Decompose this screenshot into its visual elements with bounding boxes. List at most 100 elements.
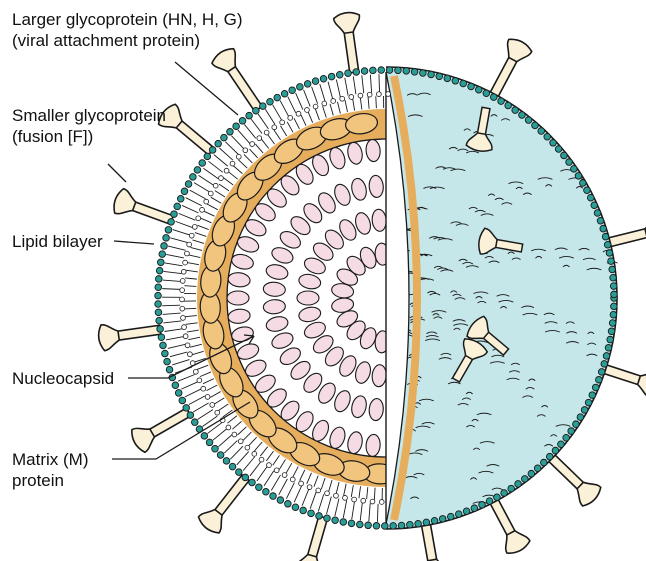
lipid-head <box>340 519 347 526</box>
spike-cap <box>97 323 120 352</box>
lipid-head <box>494 494 501 501</box>
lipid-head <box>217 452 224 459</box>
lipid-tail <box>162 305 180 306</box>
lipid-head <box>544 133 551 140</box>
inner-lipid-head <box>197 378 202 383</box>
lipid-head <box>382 523 389 530</box>
inner-lipid-head <box>201 386 206 391</box>
lipid-head <box>552 447 559 454</box>
lipid-head <box>515 481 522 488</box>
inner-lipid-head <box>208 191 213 196</box>
lipid-head <box>512 107 519 114</box>
inner-lipid-head <box>219 176 224 181</box>
lipid-head <box>181 188 188 195</box>
lipid-head <box>285 500 292 507</box>
inner-lipid-head <box>331 99 336 104</box>
virion-body <box>155 67 618 530</box>
larger-glycoprotein-line1: Larger glycoprotein (HN, H, G) <box>12 9 243 30</box>
lipid-head <box>532 122 539 129</box>
inner-lipid-head <box>334 493 339 498</box>
lipid-head <box>221 134 228 141</box>
lipid-head <box>168 219 175 226</box>
lipid-head <box>324 515 331 522</box>
lipid-head <box>403 68 410 75</box>
lipid-head <box>431 517 438 524</box>
lipid-head <box>227 128 234 135</box>
lipid-head <box>204 153 211 160</box>
inner-lipid-head <box>376 92 381 97</box>
inner-lipid-head <box>193 369 198 374</box>
lipid-head <box>611 291 618 298</box>
lipid-head <box>415 520 422 527</box>
inner-lipid-head <box>259 457 264 462</box>
lipid-head <box>606 250 613 257</box>
lipid-head <box>332 517 339 524</box>
lipid-head <box>534 465 541 472</box>
lipid-head <box>594 210 601 217</box>
lipid-head <box>201 433 208 440</box>
inner-lipid-head <box>296 111 301 116</box>
lipid-head <box>190 174 197 181</box>
lipid-head <box>320 75 327 82</box>
lipid-head <box>490 94 497 101</box>
lipid-head <box>185 181 192 188</box>
lipid-head <box>160 342 167 349</box>
lipid-head <box>587 194 594 201</box>
matrix-protein-line2: protein <box>12 470 88 491</box>
lipid-head <box>436 73 443 80</box>
inner-lipid-head <box>343 495 348 500</box>
lipid-head <box>242 474 249 481</box>
lipid-head <box>316 513 323 520</box>
leader-line <box>108 164 126 182</box>
lipid-head <box>541 459 548 466</box>
lipid-head <box>475 86 482 93</box>
lipid-head <box>162 350 169 357</box>
nucleocapsid-label: Nucleocapsid <box>12 368 114 389</box>
lipid-head <box>577 414 584 421</box>
inner-lipid-head <box>200 207 205 212</box>
leader-line <box>114 241 154 244</box>
lipid-head <box>365 522 372 529</box>
lipid-head <box>183 405 190 412</box>
lipid-head <box>187 412 194 419</box>
lipid-head <box>597 217 604 224</box>
inner-lipid-head <box>183 334 188 339</box>
larger-glycoprotein-line2: (viral attachment protein) <box>12 30 243 51</box>
lipid-head <box>501 490 508 497</box>
lipid-head <box>611 303 618 310</box>
inner-lipid-head <box>226 425 231 430</box>
lipid-head <box>609 266 616 273</box>
inner-lipid-head <box>182 325 187 330</box>
lipid-head <box>423 519 430 526</box>
lipid-head <box>165 227 172 234</box>
inner-lipid-head <box>349 95 354 100</box>
inner-lipid-head <box>224 168 229 173</box>
lipid-head <box>508 485 515 492</box>
inner-lipid-head <box>299 481 304 486</box>
inner-lipid-head <box>180 297 185 302</box>
lipid-head <box>158 259 165 266</box>
lipid-head <box>297 84 304 91</box>
lipid-head <box>468 83 475 90</box>
lipid-head <box>260 103 267 110</box>
spike-stalk <box>307 516 327 559</box>
inner-lipid-head <box>370 499 375 504</box>
nucleocapsid-subunit <box>227 291 249 305</box>
lipid-head <box>206 439 213 446</box>
lipid-head <box>174 203 181 210</box>
lipid-head <box>370 67 377 74</box>
inner-lipid-head <box>232 432 237 437</box>
lipid-head <box>546 453 553 460</box>
spike-stalk <box>489 56 518 99</box>
smaller-glycoprotein-label: Smaller glycoprotein (fusion [F]) <box>12 105 166 147</box>
lipid-head <box>460 80 467 87</box>
nucleocapsid-subunit <box>297 291 319 305</box>
lipid-head <box>407 521 414 528</box>
inner-lipid-head <box>305 108 310 113</box>
inner-lipid-head <box>204 199 209 204</box>
lipid-head <box>353 69 360 76</box>
spike-cap <box>111 187 139 218</box>
lipid-bilayer-label: Lipid bilayer <box>12 231 103 252</box>
lipid-head <box>598 369 605 376</box>
